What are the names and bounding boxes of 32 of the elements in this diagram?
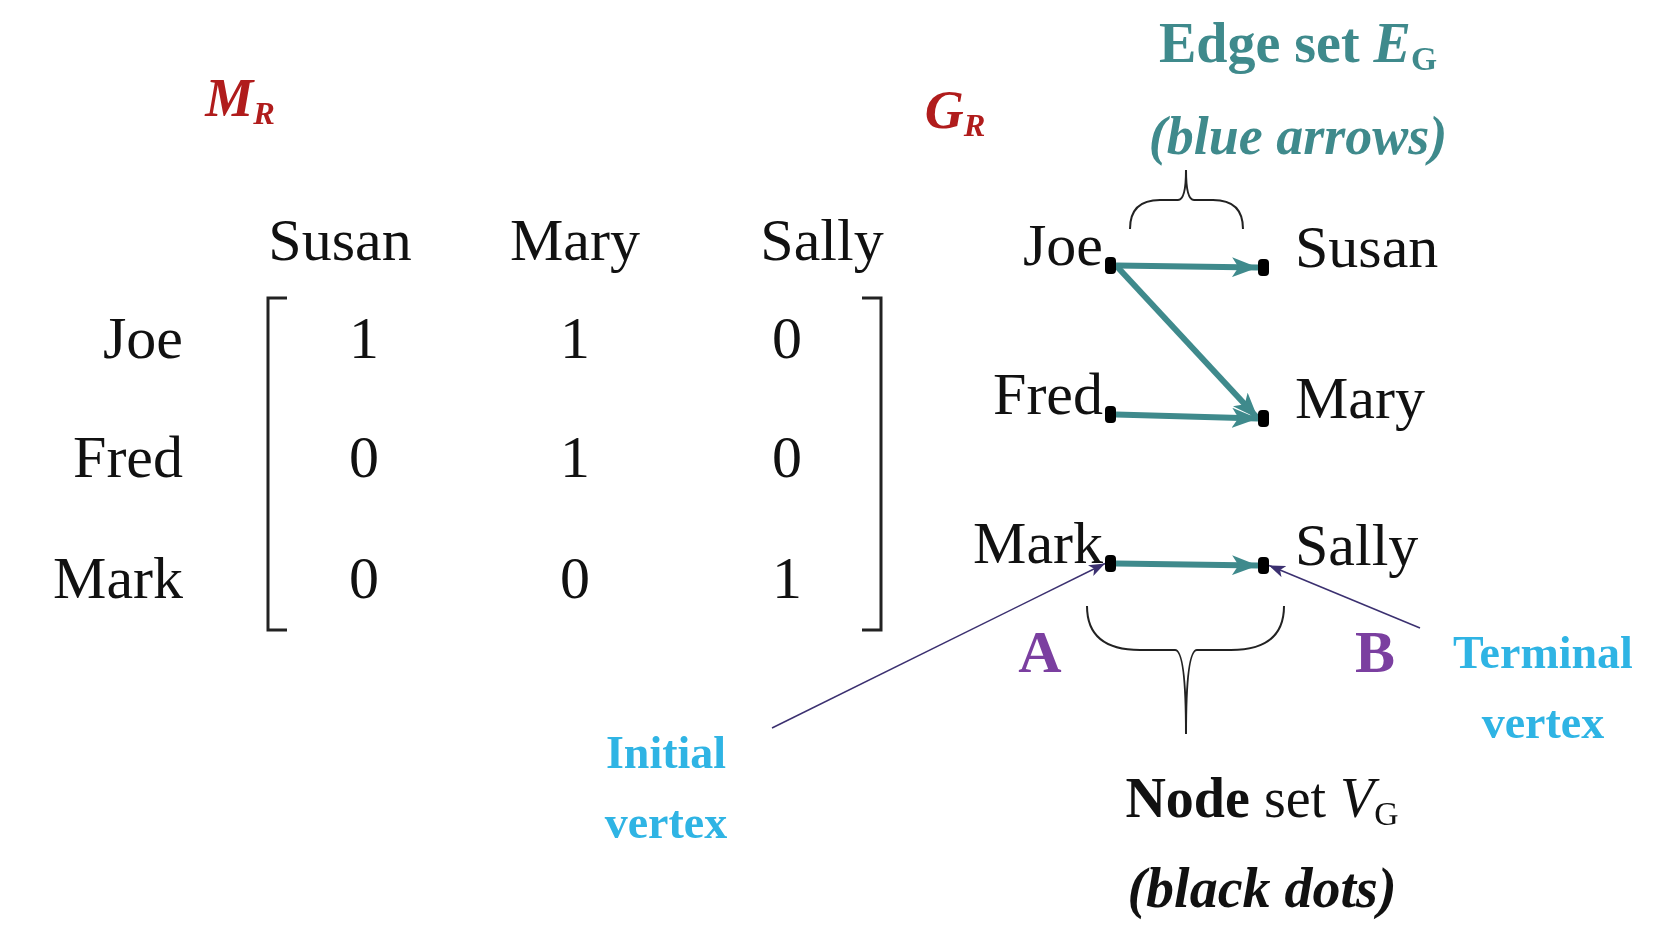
caption: Node set V$_{G}$ — [1125, 769, 1399, 831]
callout-text: Terminal vertex — [1420, 618, 1666, 758]
vertex-label: Susan — [1295, 213, 1439, 282]
matrix-entry: 1 — [560, 427, 590, 487]
vertex-label: Fred — [993, 360, 1103, 429]
column-header: Susan — [268, 210, 412, 270]
matrix-entry: 0 — [349, 548, 379, 608]
arrow — [1115, 407, 1259, 428]
matrix-entry: 1 — [349, 308, 379, 368]
heading: Edge set E$_{G}$ — [1158, 14, 1438, 76]
matrix-entry: 0 — [560, 548, 590, 608]
vertex-label: Mark — [973, 509, 1103, 578]
callout-text: Initial vertex — [560, 718, 772, 858]
matrix-name: M$_{R}$ — [205, 70, 275, 130]
arrow — [1115, 257, 1259, 278]
leader-line — [771, 562, 1106, 729]
row-header: Fred — [73, 427, 183, 487]
vertex-letter: B — [1355, 622, 1395, 682]
matrix-entry: 1 — [772, 548, 802, 608]
graph-name: G$_{R}$ — [924, 82, 986, 142]
matrix-entry: 0 — [772, 427, 802, 487]
leader-line — [1268, 564, 1421, 629]
arrow — [1115, 555, 1259, 576]
matrix-entry: 0 — [772, 308, 802, 368]
vertex-label: Mary — [1295, 364, 1425, 433]
vertex-label: Joe — [1023, 211, 1103, 280]
vertex-letter: A — [1018, 622, 1062, 682]
matrix-entry: 0 — [349, 427, 379, 487]
row-header: Mark — [53, 548, 183, 608]
row-header: Joe — [103, 308, 183, 368]
matrix-entry: 1 — [560, 308, 590, 368]
vertex-label: Sally — [1295, 511, 1419, 580]
